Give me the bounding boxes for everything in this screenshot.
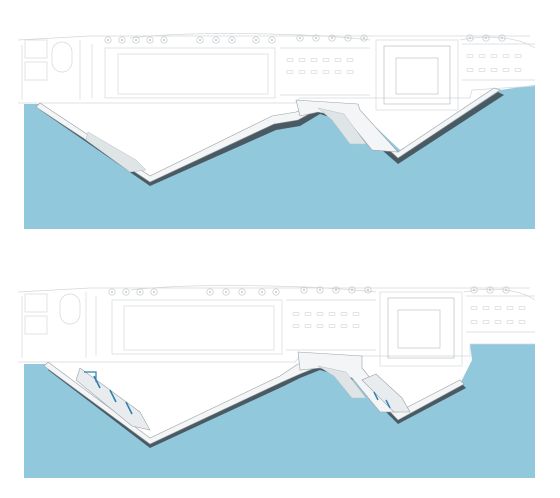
urban-context-lines [17, 285, 536, 367]
enclosed-pavilion-west [75, 367, 151, 431]
enclosed-pavilion-east [361, 373, 411, 413]
parking-grid [286, 54, 522, 74]
zigzag-pier [43, 351, 466, 448]
plan-lower [17, 285, 536, 478]
urban-context-lines [17, 33, 536, 111]
plan-upper [17, 33, 536, 229]
pier-ramp [317, 365, 367, 399]
pier-plaza [295, 99, 399, 153]
zigzag-pier [35, 87, 504, 186]
pier-terrace [85, 131, 147, 173]
pier-ramp [317, 107, 367, 145]
pier-deck [35, 87, 501, 183]
water-area [24, 85, 535, 229]
parking-grid [292, 306, 526, 328]
water-area [24, 344, 535, 478]
